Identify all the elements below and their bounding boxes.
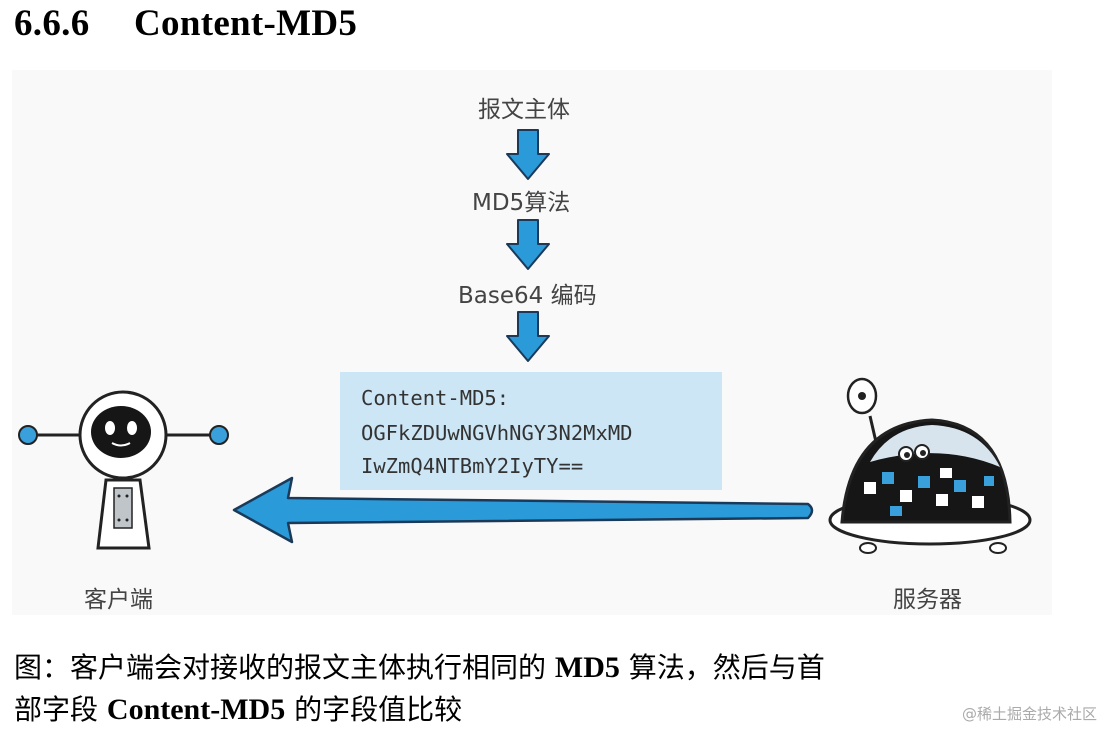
- caption-text: 算法，然后与首: [619, 651, 825, 684]
- figure-caption-line-2: 部字段 Content-MD5 的字段值比较: [14, 688, 462, 728]
- down-arrow-icon: [506, 129, 550, 180]
- server-robot-icon: [828, 377, 1032, 554]
- down-arrow-icon: [506, 311, 550, 362]
- section-number: 6.6.6: [14, 3, 90, 44]
- flow-step-message-body: 报文主体: [478, 97, 570, 123]
- server-label: 服务器: [893, 587, 962, 613]
- flow-step-md5-algorithm: MD5算法: [472, 190, 571, 216]
- header-value-line-2: IwZmQ4NTBmY2IyTY==: [361, 454, 584, 478]
- caption-content-md5: Content-MD5: [106, 693, 286, 726]
- figure-caption-line-1: 图：客户端会对接收的报文主体执行相同的 MD5 算法，然后与首: [14, 646, 825, 686]
- header-value-line-1: OGFkZDUwNGVhNGY3N2MxMD: [361, 421, 633, 445]
- watermark: @稀土掘金技术社区: [961, 705, 1097, 723]
- caption-md5: MD5: [554, 651, 620, 684]
- section-title: Content-MD5: [134, 3, 358, 44]
- client-robot-icon: [18, 390, 229, 550]
- section-heading: 6.6.6 Content-MD5: [14, 2, 357, 45]
- left-arrow-icon: [232, 476, 814, 544]
- flow-step-base64-encoding: Base64 编码: [458, 283, 597, 309]
- client-label: 客户端: [84, 587, 153, 613]
- caption-text: 部字段: [14, 693, 107, 726]
- caption-text: 图：客户端会对接收的报文主体执行相同的: [14, 651, 555, 684]
- caption-text: 的字段值比较: [285, 693, 463, 726]
- content-md5-header-box: [340, 372, 722, 490]
- header-name: Content-MD5:: [361, 386, 510, 410]
- down-arrow-icon: [506, 219, 550, 270]
